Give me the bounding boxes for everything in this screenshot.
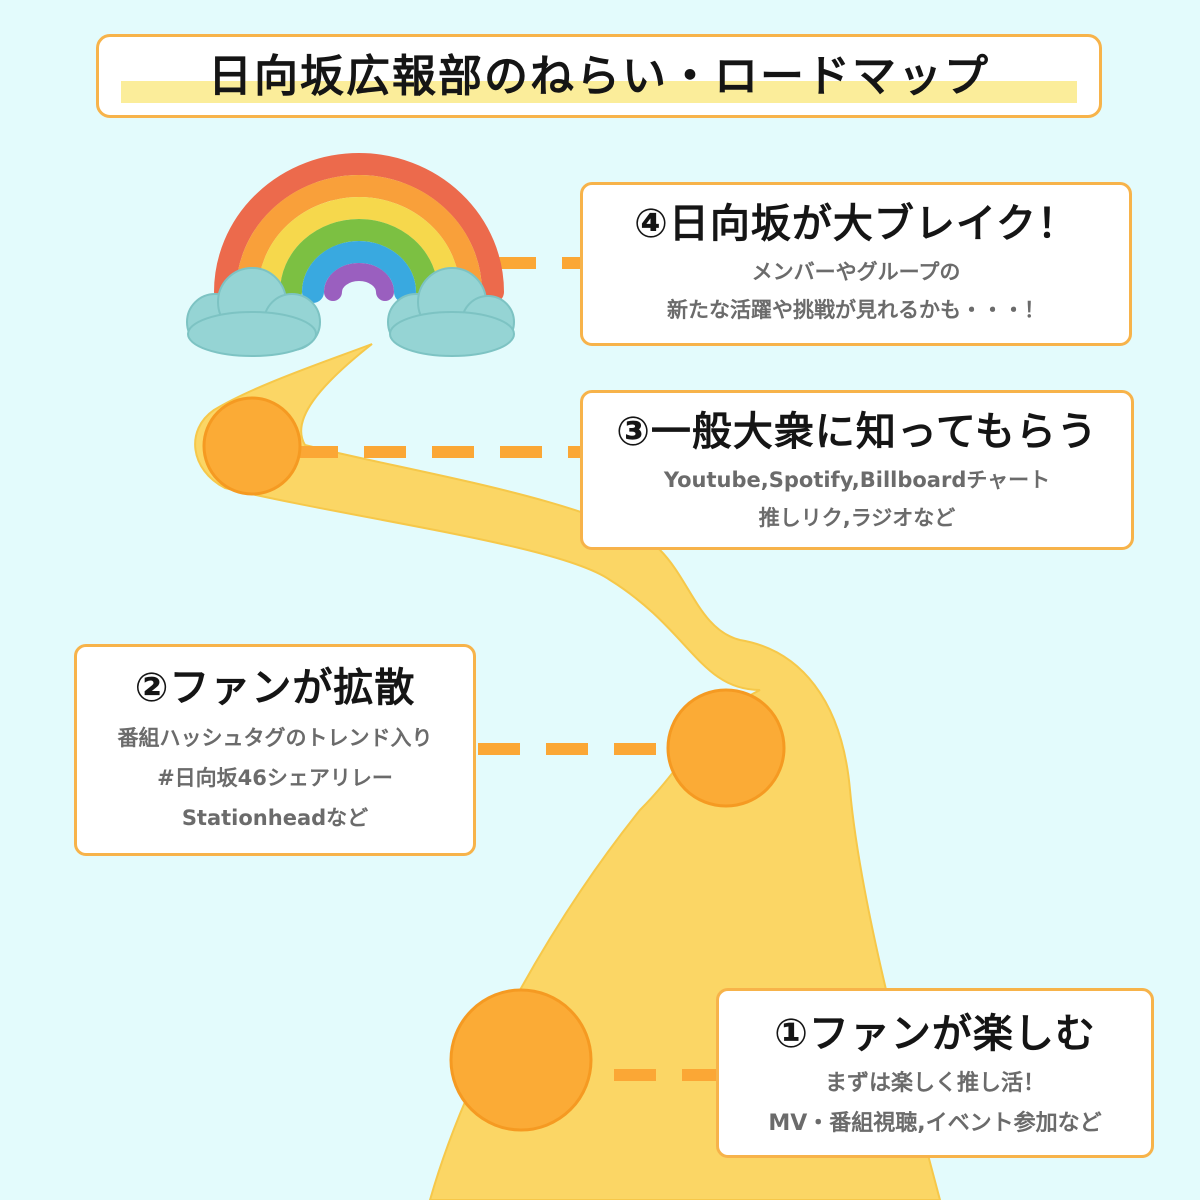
step-card-2: ②ファンが拡散 番組ハッシュタグのトレンド入り #日向坂46シェアリレー Sta… [74,644,476,856]
milestone-step-2 [666,688,786,808]
milestones [202,396,786,1132]
cloud-left [186,267,321,357]
step-desc-line: Stationheadなど [181,806,369,830]
step-heading-4: ④日向坂が大ブレイク！ [633,201,1079,247]
milestone-step-3 [202,396,302,496]
cloud-icon [186,267,515,357]
step-heading-2: ②ファンが拡散 [134,665,416,711]
step-card-4: ④日向坂が大ブレイク！ メンバーやグループの 新たな活躍や挑戦が見れるかも・・・… [580,182,1132,346]
step-desc-line: メンバーやグループの [751,260,961,284]
step-desc-line: 番組ハッシュタグのトレンド入り [117,726,433,750]
step-card-1: ①ファンが楽しむ まずは楽しく推し活！ MV・番組視聴,イベント参加など [716,988,1154,1158]
rainbow-icon [214,153,504,303]
step-desc-line: MV・番組視聴,イベント参加など [768,1111,1102,1136]
step-desc-line: 新たな活躍や挑戦が見れるかも・・・！ [667,298,1045,322]
connector-lines [296,257,716,1081]
step-desc-line: #日向坂46シェアリレー [157,766,393,790]
title-highlight [121,81,1077,103]
step-heading-3: ③一般大衆に知ってもらう [616,409,1098,455]
step-card-3: ③一般大衆に知ってもらう Youtube,Spotify,Billboardチャ… [580,390,1134,550]
milestone-step-1 [449,988,593,1132]
page-title: 日向坂広報部のねらい・ロードマップ [208,51,990,102]
step-desc-line: 推しリク,ラジオなど [758,506,956,530]
title-box: 日向坂広報部のねらい・ロードマップ [96,34,1102,118]
step-desc-line: まずは楽しく推し活！ [824,1071,1045,1096]
step-desc-line: Youtube,Spotify,Billboardチャート [663,468,1051,492]
step-heading-1: ①ファンが楽しむ [774,1011,1096,1057]
cloud-right [387,267,515,357]
